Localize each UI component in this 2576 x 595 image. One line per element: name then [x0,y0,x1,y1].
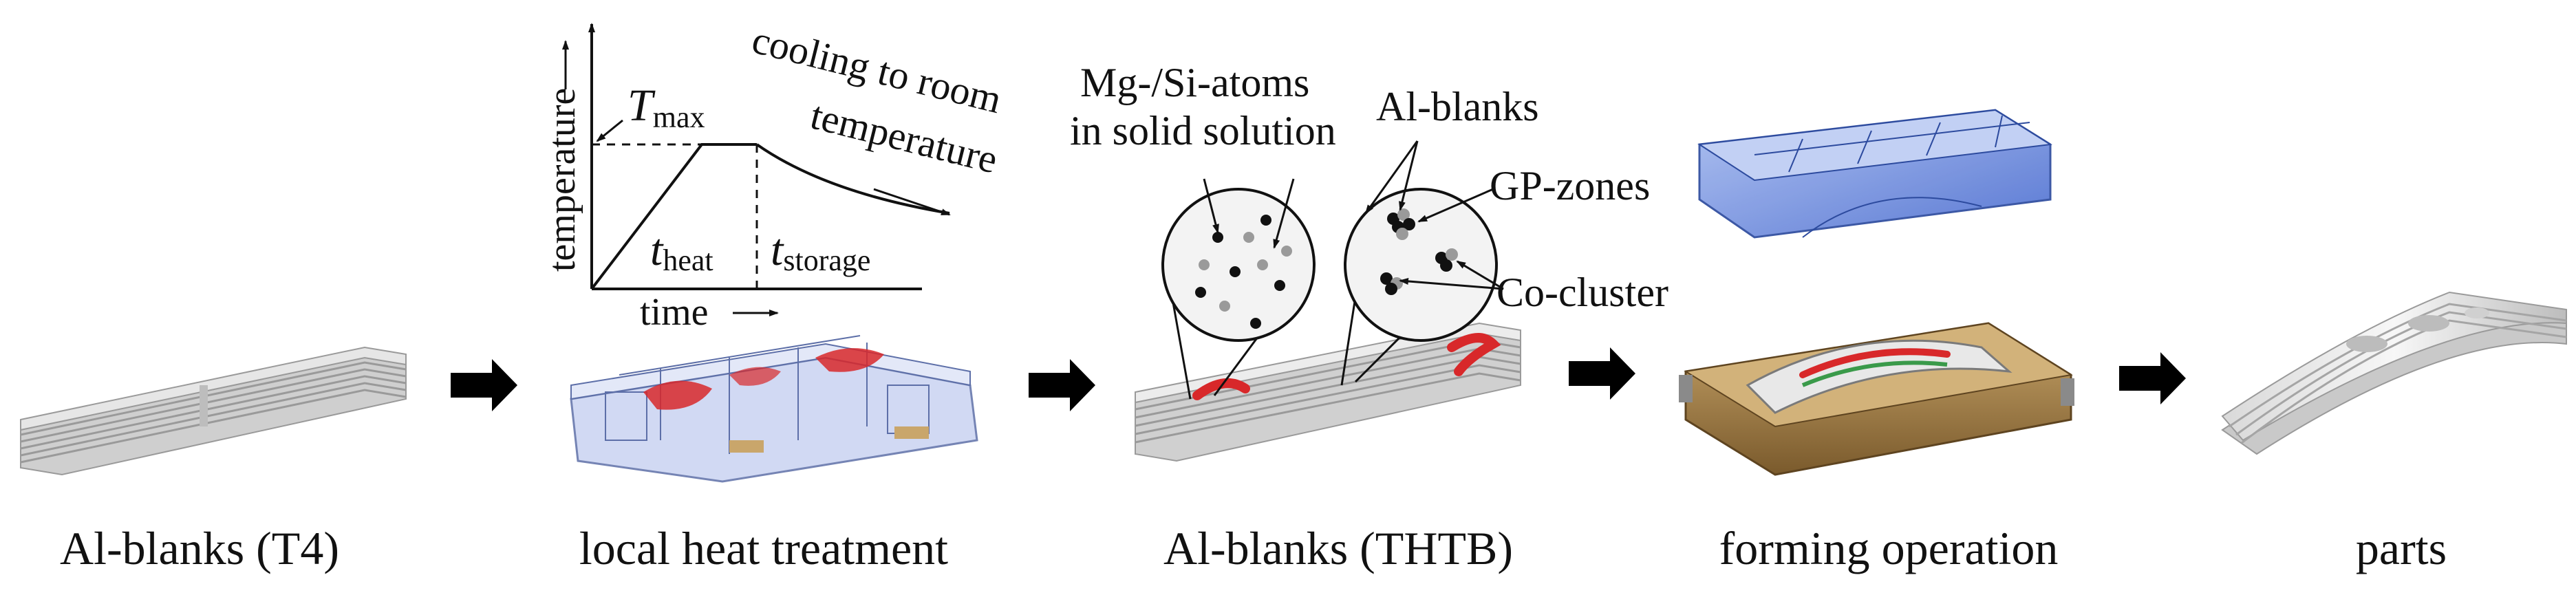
stage-2-heat-tool [570,335,978,483]
graph-xlabel: time [640,291,709,334]
annotation-alblanks: Al-blanks [1376,84,1539,129]
stage-label-heat-treatment: local heat treatment [579,522,948,574]
graph-tmax-label: Tmax [627,80,705,134]
graph-cooling-arrow [873,188,951,216]
stage-4-upper-die [1697,109,2052,239]
graph-tstorage-label: tstorage [771,225,870,277]
stage-label-thtb: Al-blanks (THTB) [1163,522,1513,574]
magnifier-circle-clusters [1344,188,1498,342]
graph-ylabel: temperature [541,88,583,272]
process-arrow-4 [2119,352,2186,404]
process-arrow-2 [1029,359,1095,411]
gp-zone-cluster [1387,208,1415,240]
annotation-mgsi-line2: in solid solution [1070,108,1336,153]
graph-tmax-arrow [596,119,623,142]
process-arrow-3 [1569,347,1635,400]
annotation-gpzones: GP-zones [1490,163,1650,208]
graph-cooling-curve [755,143,950,215]
stage-3-thtb-blanks [1135,322,1521,462]
stage-5-formed-parts [2221,291,2567,455]
temperature-time-graph: temperature time Tmax theat tstorage coo… [541,17,1006,334]
annotation-leaders [1203,140,1504,290]
stage-label-t4: Al-blanks (T4) [60,522,339,574]
stage-1-blank-stack [20,346,407,476]
graph-heating-curve [590,143,757,290]
annotation-mgsi-line1: Mg-/Si-atoms [1080,60,1309,105]
blank-stack-t4 [20,346,407,476]
heat-zone-right [1447,333,1501,376]
stage-label-forming: forming operation [1719,522,2059,574]
stage-4-lower-die [1679,322,2074,476]
process-arrow-1 [451,359,517,411]
magnifier-circle-solid-solution [1161,188,1316,342]
forming-blank-on-die [1746,339,2012,414]
stage-label-parts: parts [2356,522,2447,574]
annotation-cocluster: Co-cluster [1496,270,1668,315]
graph-theat-label: theat [650,225,713,277]
graph-cooling-line1: cooling to room [748,17,1006,122]
